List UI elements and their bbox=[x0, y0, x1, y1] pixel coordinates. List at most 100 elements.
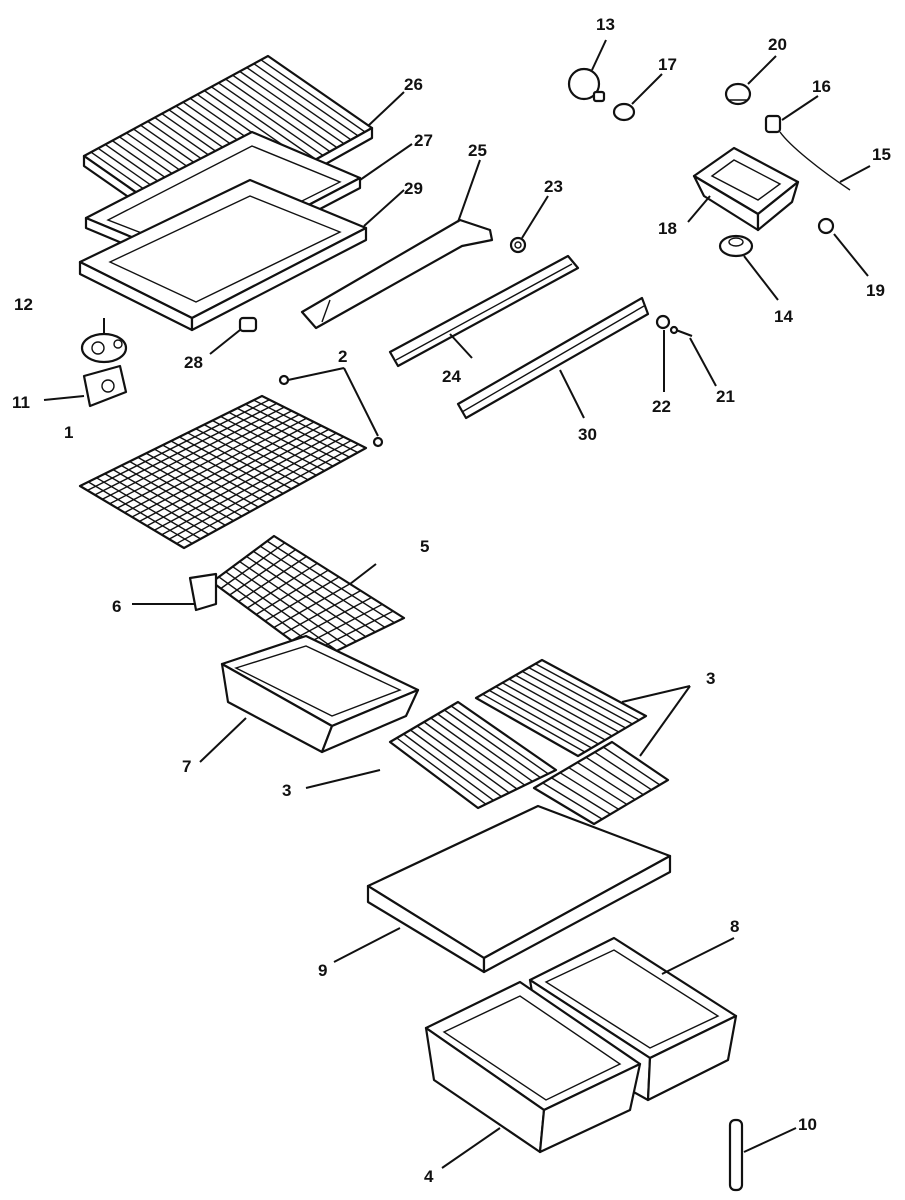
ribs26-line bbox=[210, 86, 317, 160]
wires1-line bbox=[220, 415, 325, 472]
part-29-glass-tray bbox=[78, 178, 368, 332]
part-23-grommet bbox=[509, 236, 527, 254]
callout-16: 16 bbox=[812, 77, 831, 96]
callout-4: 4 bbox=[424, 1167, 434, 1186]
ribs26-line bbox=[246, 66, 352, 141]
ribs3b-line bbox=[416, 725, 510, 794]
callout-19: 19 bbox=[866, 281, 885, 300]
grid5-line bbox=[264, 576, 340, 622]
part-24-rail bbox=[388, 254, 580, 368]
wires1-line bbox=[212, 419, 317, 476]
callout-7: 7 bbox=[182, 757, 191, 776]
callout-26: 26 bbox=[404, 75, 423, 94]
callout-24: 24 bbox=[442, 367, 461, 386]
callout-27: 27 bbox=[414, 131, 433, 150]
part-14-knob bbox=[718, 234, 754, 258]
callout-5: 5 bbox=[420, 537, 429, 556]
callout-29: 29 bbox=[404, 179, 423, 198]
callout-8: 8 bbox=[730, 917, 739, 936]
callout-2: 2 bbox=[338, 347, 347, 366]
callout-23: 23 bbox=[544, 177, 563, 196]
part-22-nut bbox=[655, 314, 671, 330]
part-3-shelf-right bbox=[532, 740, 670, 826]
part-7-drawer bbox=[220, 634, 420, 754]
wires1-line bbox=[121, 464, 226, 526]
ribs26-line bbox=[260, 59, 366, 133]
grid5-line bbox=[255, 569, 329, 616]
part-1-wire-shelf bbox=[78, 394, 368, 550]
ribs3c-line bbox=[576, 761, 636, 801]
part-15-wire bbox=[779, 131, 851, 191]
callout-13: 13 bbox=[596, 15, 615, 34]
part-4-drawer bbox=[424, 980, 642, 1154]
ribs3b-line bbox=[396, 737, 487, 805]
ribs3a-line bbox=[508, 678, 613, 737]
part-28-clip bbox=[238, 316, 258, 333]
ribs3b-line bbox=[437, 713, 534, 782]
ribs3a-line bbox=[515, 674, 620, 733]
wires1-line bbox=[104, 473, 210, 535]
callout-20: 20 bbox=[768, 35, 787, 54]
ribs3c-line bbox=[585, 756, 644, 796]
part-9-panel bbox=[366, 804, 672, 974]
part-11-bracket bbox=[82, 364, 128, 408]
part-3-shelf-left bbox=[388, 700, 558, 810]
wires1-line bbox=[236, 407, 342, 463]
part-3-shelf-upper bbox=[474, 658, 648, 758]
ribs3a-line bbox=[495, 685, 599, 745]
wires1-line bbox=[170, 440, 276, 499]
ribs3c-line bbox=[602, 746, 661, 786]
part-20-socket bbox=[724, 82, 752, 106]
ribs3b-line bbox=[423, 721, 518, 790]
ribs26-line bbox=[225, 78, 331, 153]
part-25-bracket bbox=[300, 218, 494, 330]
callout-6: 6 bbox=[112, 597, 121, 616]
ribs3a-line bbox=[488, 689, 592, 749]
ribs3c-line bbox=[559, 772, 620, 810]
wires1-line bbox=[129, 460, 234, 522]
part-13-bulb bbox=[567, 67, 606, 103]
grid5-line bbox=[273, 583, 351, 629]
callout-25: 25 bbox=[468, 141, 487, 160]
callout-28: 28 bbox=[184, 353, 203, 372]
wires1-line bbox=[253, 399, 359, 454]
callout-18: 18 bbox=[658, 219, 677, 238]
part-10-rod bbox=[728, 1118, 744, 1192]
ribs26-line bbox=[232, 74, 338, 149]
ribs3b-line bbox=[450, 705, 549, 775]
ribs3a-line bbox=[482, 693, 586, 753]
ribs26-line bbox=[239, 70, 345, 145]
grid5-line bbox=[220, 542, 286, 590]
ribs3a-line bbox=[521, 670, 626, 729]
ribs3c-line bbox=[550, 777, 611, 815]
callout-9: 9 bbox=[318, 961, 327, 980]
wires1-line bbox=[154, 448, 259, 508]
ribs3b-line bbox=[430, 717, 526, 786]
callout-11: 11 bbox=[12, 393, 30, 412]
part-21-screw bbox=[669, 325, 693, 338]
ribs3b-line bbox=[409, 729, 502, 798]
part-2-screws bbox=[278, 374, 384, 448]
callout-15: 15 bbox=[872, 145, 891, 164]
wires1-line bbox=[145, 452, 251, 513]
wires1-line bbox=[245, 403, 350, 458]
ribs26-line bbox=[253, 63, 359, 137]
ribs3c-line bbox=[542, 782, 603, 820]
ribs3c-line bbox=[594, 751, 652, 791]
ribs3b-line bbox=[403, 733, 495, 801]
ribs3a-line bbox=[535, 663, 640, 721]
ribs3a-line bbox=[502, 682, 606, 741]
wires1-line bbox=[195, 428, 301, 485]
callout-22: 22 bbox=[652, 397, 671, 416]
grid5-line bbox=[246, 562, 318, 609]
wires1-line bbox=[137, 456, 243, 517]
ribs26-line bbox=[218, 82, 324, 157]
part-18-light-housing bbox=[692, 146, 800, 232]
grid5-line bbox=[229, 549, 297, 596]
callout-10: 10 bbox=[798, 1115, 817, 1134]
part-19-screw bbox=[817, 217, 835, 235]
callout-1: 1 bbox=[64, 423, 73, 442]
wires1-line bbox=[203, 424, 309, 481]
